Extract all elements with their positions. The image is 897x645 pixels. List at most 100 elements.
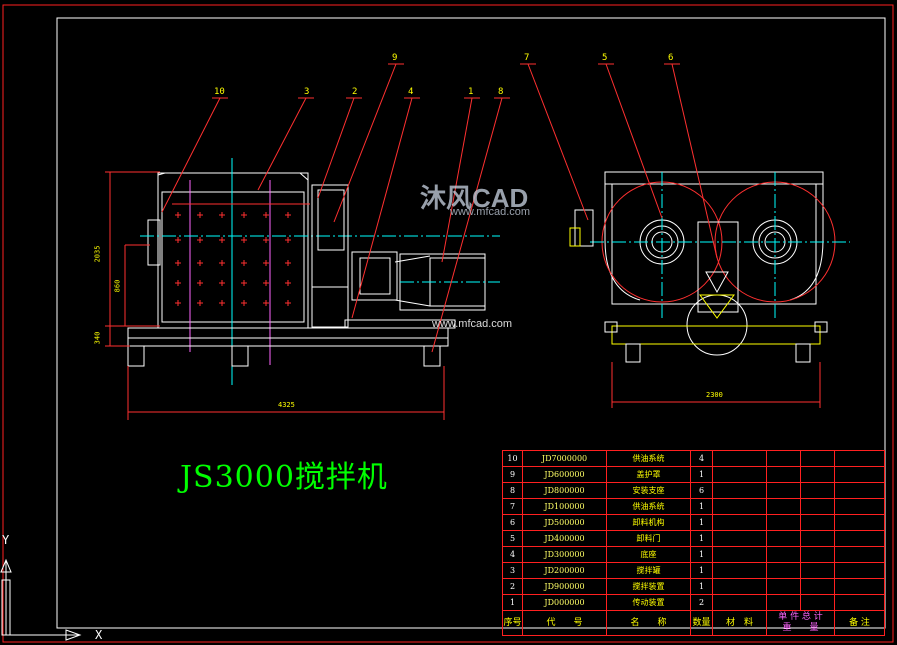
bom-cell-name: 卸料门 xyxy=(606,530,691,547)
bom-header-material: 材 料 xyxy=(712,610,767,636)
watermark-url-2: www.mfcad.com xyxy=(432,318,513,330)
bom-cell-qty: 1 xyxy=(690,530,713,547)
bom-cell-material xyxy=(712,482,767,499)
bom-cell-code: JD400000 xyxy=(522,530,607,547)
bom-cell-name: 搅拌装置 xyxy=(606,578,691,595)
bom-cell-code: JD100000 xyxy=(522,498,607,515)
bom-cell-qty: 1 xyxy=(690,514,713,531)
bom-cell-material xyxy=(712,514,767,531)
bom-cell-name: 底座 xyxy=(606,546,691,563)
outer-frame xyxy=(2,4,894,643)
bom-cell-qty: 4 xyxy=(690,450,713,467)
bom-cell-no: 6 xyxy=(502,514,523,531)
bom-cell-unit-weight xyxy=(766,466,801,483)
callout-8: 8 xyxy=(498,87,504,97)
callout-3: 3 xyxy=(304,87,310,97)
bom-cell-total-weight xyxy=(800,562,835,579)
bom-cell-no: 3 xyxy=(502,562,523,579)
bom-cell-name: 供油系统 xyxy=(606,450,691,467)
inner-frame xyxy=(56,17,886,629)
callout-5: 5 xyxy=(602,53,608,63)
drawing-title: JS3000搅拌机 xyxy=(180,460,388,495)
bom-header-remark: 备 注 xyxy=(834,610,885,636)
bom-cell-unit-weight xyxy=(766,530,801,547)
bom-cell-remark xyxy=(834,530,885,547)
callout-leaders xyxy=(161,63,718,353)
bom-cell-total-weight xyxy=(800,466,835,483)
callout-1: 1 xyxy=(468,87,474,97)
bom-cell-remark xyxy=(834,466,885,483)
watermark-url: www.mfcad.com xyxy=(450,206,531,218)
bom-cell-remark xyxy=(834,546,885,563)
bom-cell-name: 盖护罩 xyxy=(606,466,691,483)
side-view xyxy=(105,158,500,420)
bom-cell-qty: 1 xyxy=(690,562,713,579)
bom-cell-no: 2 xyxy=(502,578,523,595)
callout-10: 10 xyxy=(214,87,225,97)
dim-width: 2300 xyxy=(706,391,723,399)
bom-cell-code: JD800000 xyxy=(522,482,607,499)
callout-2: 2 xyxy=(352,87,358,97)
bom-cell-qty: 2 xyxy=(690,594,713,611)
bom-cell-unit-weight xyxy=(766,594,801,611)
bom-cell-total-weight xyxy=(800,450,835,467)
axis-y-label: Y xyxy=(2,533,10,547)
bom-cell-no: 1 xyxy=(502,594,523,611)
bom-cell-name: 传动装置 xyxy=(606,594,691,611)
front-view xyxy=(569,171,850,408)
bom-header-code: 代 号 xyxy=(522,610,607,636)
dim-lower-height: 860 xyxy=(113,279,122,293)
bom-cell-total-weight xyxy=(800,482,835,499)
bom-cell-qty: 1 xyxy=(690,498,713,515)
bom-cell-remark xyxy=(834,450,885,467)
bom-cell-qty: 6 xyxy=(690,482,713,499)
bom-cell-material xyxy=(712,578,767,595)
bom-cell-material xyxy=(712,530,767,547)
bom-cell-material xyxy=(712,466,767,483)
bom-cell-code: JD300000 xyxy=(522,546,607,563)
ucs-axis-icon xyxy=(0,558,82,641)
bom-header-qty: 数量 xyxy=(690,610,713,636)
bom-cell-code: JD200000 xyxy=(522,562,607,579)
bom-header-no: 序号 xyxy=(502,610,523,636)
bom-cell-total-weight xyxy=(800,594,835,611)
bom-cell-no: 5 xyxy=(502,530,523,547)
bom-cell-remark xyxy=(834,514,885,531)
bom-cell-material xyxy=(712,594,767,611)
callout-6: 6 xyxy=(668,53,674,63)
bom-cell-name: 搅拌罐 xyxy=(606,562,691,579)
bom-cell-unit-weight xyxy=(766,514,801,531)
axis-x-label: X xyxy=(95,628,103,642)
bom-header-row: 序号 代 号 名 称 数量 材 料 单 件 总 计重 量 备 注 xyxy=(502,610,885,636)
bom-cell-remark xyxy=(834,482,885,499)
bom-cell-unit-weight xyxy=(766,546,801,563)
bom-header-unit-weight: 单 件 总 计 xyxy=(778,612,823,622)
bom-cell-qty: 1 xyxy=(690,546,713,563)
bom-cell-material xyxy=(712,546,767,563)
bom-cell-remark xyxy=(834,498,885,515)
watermark-brand: 沐风CAD xyxy=(420,183,529,213)
bom-cell-name: 安装支座 xyxy=(606,482,691,499)
bom-cell-no: 10 xyxy=(502,450,523,467)
bom-header-weight-label: 重 量 xyxy=(782,623,819,633)
bom-cell-code: JD000000 xyxy=(522,594,607,611)
bom-cell-total-weight xyxy=(800,578,835,595)
callout-9: 9 xyxy=(392,53,398,63)
bom-cell-qty: 1 xyxy=(690,578,713,595)
callout-4: 4 xyxy=(408,87,414,97)
bom-cell-material xyxy=(712,498,767,515)
bom-cell-material xyxy=(712,450,767,467)
bom-cell-total-weight xyxy=(800,514,835,531)
bom-cell-unit-weight xyxy=(766,482,801,499)
